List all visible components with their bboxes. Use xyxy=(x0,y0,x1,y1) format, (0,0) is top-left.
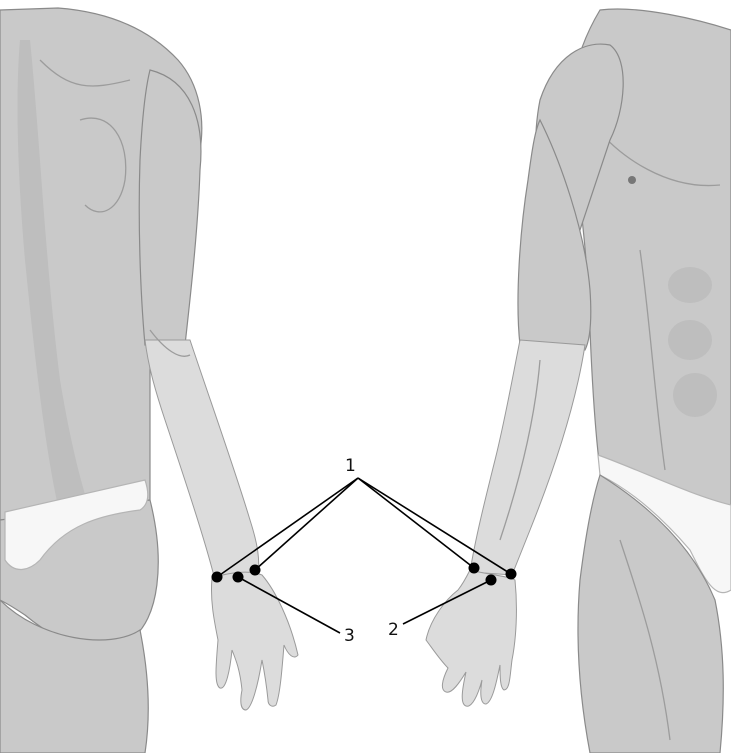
front-forearm xyxy=(470,340,585,575)
nipple xyxy=(628,176,636,184)
back-view-figure xyxy=(0,8,298,753)
marker-point xyxy=(212,572,223,583)
marker-point xyxy=(469,563,480,574)
label-2: 2 xyxy=(388,620,399,640)
leader-1-left-inner xyxy=(255,478,358,570)
label-1: 1 xyxy=(345,456,356,476)
back-upper-arm xyxy=(139,70,201,345)
marker-point xyxy=(250,565,261,576)
leader-1-right-inner xyxy=(358,478,474,568)
front-view-figure xyxy=(426,9,731,753)
label-group-1: 1 xyxy=(217,456,511,577)
marker-point xyxy=(486,575,497,586)
back-forearm xyxy=(145,340,259,580)
label-3: 3 xyxy=(344,626,355,646)
marker-point xyxy=(233,572,244,583)
marker-point xyxy=(506,569,517,580)
back-hand xyxy=(211,572,298,710)
